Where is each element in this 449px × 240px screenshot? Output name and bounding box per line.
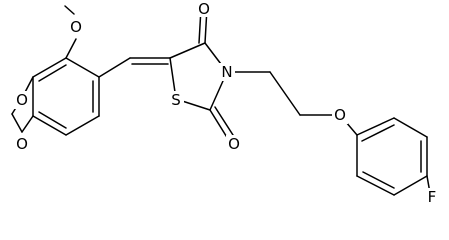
bond-ar6 [32,57,67,78]
bond-c5-c4 [169,42,206,59]
atom-o-methoxy: O [68,18,84,36]
atom-labels: O O O S N O O O [14,0,440,206]
atom-o-carbonyl-bot: O [226,135,242,153]
bond-c2-o [209,109,229,140]
bond-ph1-inner [361,124,395,142]
bond-ar4-inner [38,111,67,129]
bond-aryl-ch [98,57,131,78]
bond-ar1 [65,57,100,78]
bond-ph5-inner [362,171,395,189]
bond-ar4 [32,115,67,136]
atom-o-diox-bot: O [14,135,30,153]
bond-diox2 [21,115,34,133]
atom-o-carbonyl-top-label: O [198,0,210,18]
bond-diox4 [11,113,23,133]
atom-f: F [424,188,440,206]
atom-s-ring-label: S [171,91,181,109]
atom-f-label: F [428,188,437,206]
bonds [11,5,431,196]
bond-ar3 [65,115,100,136]
bond-c2-o-double [214,106,234,136]
bond-ph5 [356,175,395,196]
atom-o-carbonyl-bot-label: O [228,135,240,153]
atom-o-methoxy-label: O [70,18,82,36]
bond-o-arene [65,38,77,59]
atom-o-diox-bot-label: O [16,135,28,153]
structure-canvas: O O O S N O O O [11,0,440,206]
bond-ph2 [393,117,428,138]
bond-ph1 [356,117,395,136]
atom-o-diox-top-label: O [16,91,28,109]
bond-ch2-ch2 [269,71,301,116]
atom-o-ether-label: O [334,106,346,124]
bond-methyl-o [64,5,75,15]
atom-n-ring: N [219,63,235,81]
bond-ph4 [393,175,428,196]
atom-o-carbonyl-top: O [196,0,212,18]
bond-ar6-inner [38,64,67,82]
molecule-drawing: O O O S N O O O [11,0,440,206]
atom-n-ring-label: N [221,63,232,81]
atom-s-ring: S [168,91,184,109]
atom-o-diox-top: O [14,91,30,109]
atom-o-ether: O [332,106,348,124]
